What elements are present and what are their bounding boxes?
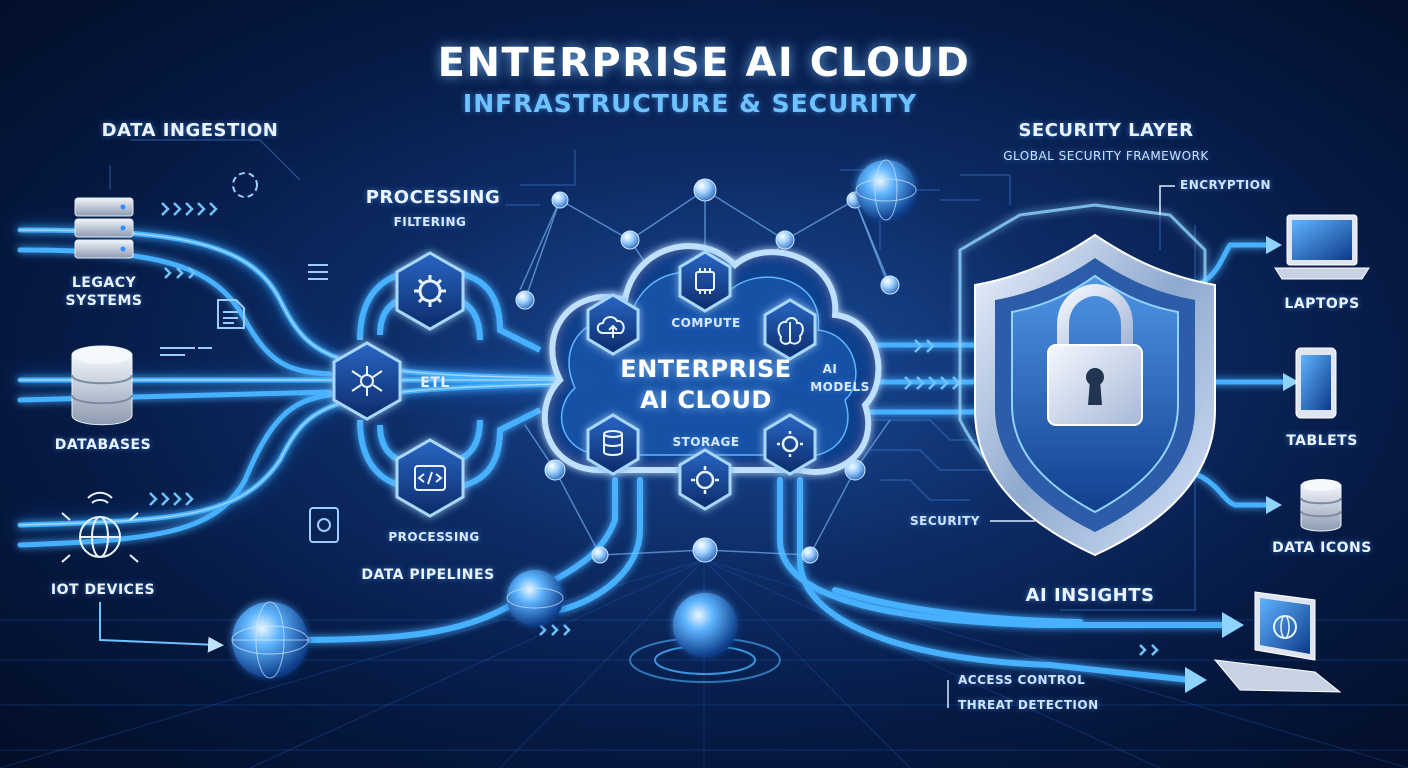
data-pipelines-label: DATA PIPELINES: [361, 567, 495, 583]
ai-insights-label: AI INSIGHTS: [1025, 585, 1155, 606]
floor-grid: [0, 559, 1408, 768]
iot-devices-label: IOT DEVICES: [50, 582, 156, 598]
page-subtitle: INFRASTRUCTURE & SECURITY: [462, 89, 918, 118]
globe-icon: [231, 601, 309, 679]
access-control-label: ACCESS CONTROL: [958, 673, 1086, 687]
security-label: SECURITY: [910, 514, 980, 528]
laptops-label: LAPTOPS: [1284, 296, 1360, 312]
chevron-accents: [149, 202, 1159, 656]
output-arrowheads: [1266, 236, 1299, 514]
cloud-title-line1: ENTERPRISE: [620, 355, 792, 383]
legacy-label-line2: SYSTEMS: [65, 293, 143, 309]
etl-label: ETL: [420, 375, 450, 391]
compute-label: COMPUTE: [671, 316, 741, 330]
threat-detection-label: THREAT DETECTION: [958, 698, 1099, 712]
laptop-icon: [1274, 214, 1370, 280]
data-stack-icon: [1300, 479, 1342, 532]
settings-icon: [777, 431, 803, 457]
lock-icon: [1047, 283, 1143, 426]
ai-models-label-line2: MODELS: [810, 380, 870, 394]
cog-icon: [691, 466, 719, 494]
callout-leaders: [947, 185, 1175, 708]
filtering-label: FILTERING: [393, 215, 467, 229]
gear-icon: [414, 275, 446, 307]
legacy-label-line1: LEGACY: [71, 275, 137, 291]
code-snippet-icon: [160, 347, 212, 356]
page-title: ENTERPRISE AI CLOUD: [437, 40, 971, 86]
database-cylinder-icon: [71, 345, 133, 426]
globe-icon: [629, 593, 781, 683]
circuit-icon: [351, 366, 383, 396]
iot-globe-icon: [61, 491, 139, 563]
security-framework-label: GLOBAL SECURITY FRAMEWORK: [1003, 149, 1209, 163]
laptop-globe-icon: [1213, 591, 1342, 693]
list-icon: [308, 264, 328, 280]
code-icon: [414, 465, 446, 491]
tablet-icon: [1295, 347, 1337, 419]
data-icons-label: DATA ICONS: [1272, 540, 1372, 556]
chip-card-icon: [309, 507, 339, 543]
globe-icon: [855, 159, 917, 221]
databases-label: DATABASES: [54, 437, 152, 453]
document-icon: [217, 299, 245, 329]
iot-connector: [99, 602, 224, 653]
hex-circuit-etl: [332, 341, 402, 421]
cloud-title-line2: AI CLOUD: [640, 386, 772, 414]
processing-label: PROCESSING: [388, 530, 480, 544]
ai-models-label-line1: AI: [822, 362, 838, 376]
cloud-upload-icon: [596, 316, 625, 338]
brain-icon: [777, 317, 804, 345]
server-icon: [74, 197, 134, 259]
globe-orbs: [231, 159, 917, 683]
sync-icon: [232, 172, 258, 198]
processing-heading: PROCESSING: [365, 187, 501, 208]
data-ingestion-heading: DATA INGESTION: [101, 120, 279, 141]
security-layer-heading: SECURITY LAYER: [1018, 120, 1194, 141]
tablets-label: TABLETS: [1286, 433, 1358, 449]
database-icon: [603, 430, 623, 456]
hex-tiles: [332, 250, 817, 518]
encryption-label: ENCRYPTION: [1180, 178, 1272, 192]
hex-gear-filtering: [395, 251, 465, 331]
storage-label: STORAGE: [672, 435, 740, 449]
cpu-icon: [695, 268, 715, 294]
globe-icon: [506, 570, 564, 626]
